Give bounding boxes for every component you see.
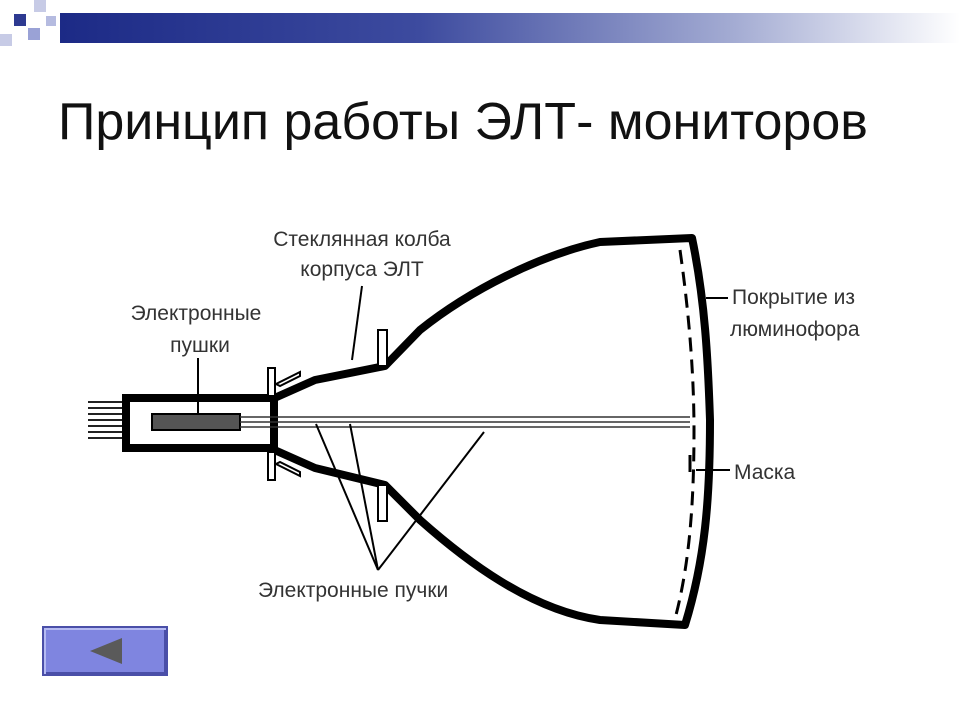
glass-bulb	[268, 234, 714, 629]
accent-square-mid	[28, 28, 40, 40]
electron-gun	[151, 413, 241, 431]
label-glass-bulb-2: корпуса ЭЛТ	[300, 258, 424, 281]
accent-square-mid	[46, 16, 56, 26]
leader-lines	[197, 285, 730, 571]
accent-square-light	[0, 34, 12, 46]
label-mask: Маска	[734, 461, 796, 484]
accent-square-light	[34, 0, 46, 12]
phosphor-coating	[674, 249, 696, 616]
title-bar-gradient	[60, 13, 960, 43]
back-button[interactable]	[42, 626, 168, 676]
label-phosphor-1: Покрытие из	[732, 286, 855, 309]
neck-flanges	[267, 367, 301, 481]
accent-square-dark	[14, 14, 26, 26]
connector-pins	[88, 401, 124, 439]
label-glass-bulb-1: Стеклянная колба	[273, 228, 451, 251]
label-guns-1: Электронные	[131, 302, 262, 325]
deflection-plate-top	[377, 329, 388, 367]
label-phosphor-2: люминофора	[730, 318, 860, 341]
label-guns-2: пушки	[170, 334, 230, 357]
electron-beams	[240, 416, 690, 428]
label-beams: Электронные пучки	[258, 579, 448, 602]
deflection-plate-bottom	[377, 484, 388, 522]
slide-title: Принцип работы ЭЛТ- мониторов	[58, 93, 868, 151]
triangle-left-icon	[90, 638, 122, 664]
